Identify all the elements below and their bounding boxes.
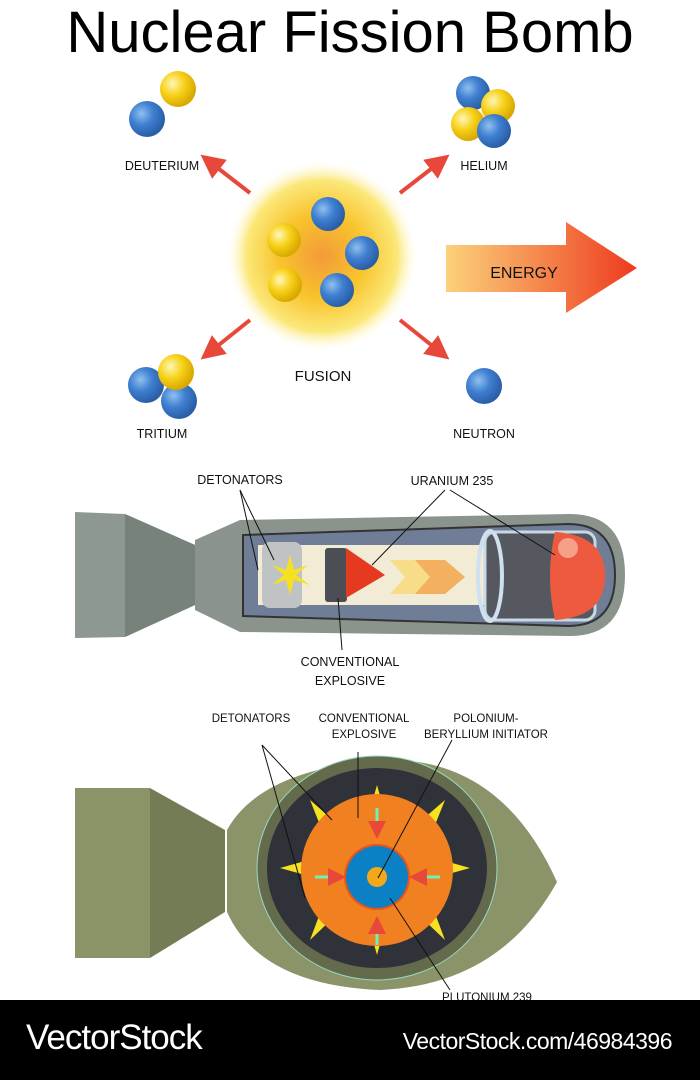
gun-type-bomb: DETONATORS URANIUM 235 CONVENTIONAL EXPL… — [75, 473, 625, 688]
fusion-diagram: DEUTERIUM HELIUM TRITIUM NEUTRON FUSION … — [125, 71, 637, 441]
implosion-arrows — [315, 808, 440, 945]
initiator-label-1: POLONIUM- — [453, 713, 518, 725]
gun-detonators-label: DETONATORS — [197, 473, 282, 487]
deuterium-atom — [129, 71, 196, 137]
page-title: Nuclear Fission Bomb — [66, 0, 633, 65]
energy-arrow — [446, 222, 637, 313]
implosion-explosive-label-2: EXPLOSIVE — [332, 729, 397, 741]
energy-label: ENERGY — [490, 265, 558, 282]
gun-explosive-label-2: EXPLOSIVE — [315, 674, 385, 688]
implosion-bomb: DETONATORS CONVENTIONAL EXPLOSIVE POLONI… — [75, 713, 557, 1000]
plutonium-label: PLUTONIUM 239 — [442, 992, 532, 1000]
fusion-glow — [227, 161, 417, 351]
uranium-label: URANIUM 235 — [411, 474, 494, 488]
reaction-arrows — [200, 154, 450, 360]
helium-label: HELIUM — [460, 159, 507, 173]
neutron-particle — [466, 368, 502, 404]
implosion-detonators-label: DETONATORS — [212, 713, 291, 725]
image-url: VectorStock.com/46984396 — [402, 1028, 673, 1054]
watermark-footer: VectorStock VectorStock.com/46984396 — [0, 1000, 700, 1080]
implosion-explosive-label-1: CONVENTIONAL — [319, 713, 410, 725]
gun-explosive-label-1: CONVENTIONAL — [301, 655, 400, 669]
brand-logo: VectorStock — [26, 1018, 203, 1057]
fusion-label: FUSION — [295, 368, 352, 385]
initiator-label-2: BERYLLIUM INITIATOR — [424, 729, 548, 741]
helium-atom — [451, 76, 515, 148]
fusion-nucleus — [267, 197, 379, 307]
tritium-label: TRITIUM — [137, 427, 188, 441]
diagram: Nuclear Fission Bomb DEUTERIUM HELIUM TR… — [66, 0, 637, 1000]
neutron-label: NEUTRON — [453, 427, 515, 441]
deuterium-label: DEUTERIUM — [125, 159, 199, 173]
tritium-atom — [128, 354, 197, 419]
